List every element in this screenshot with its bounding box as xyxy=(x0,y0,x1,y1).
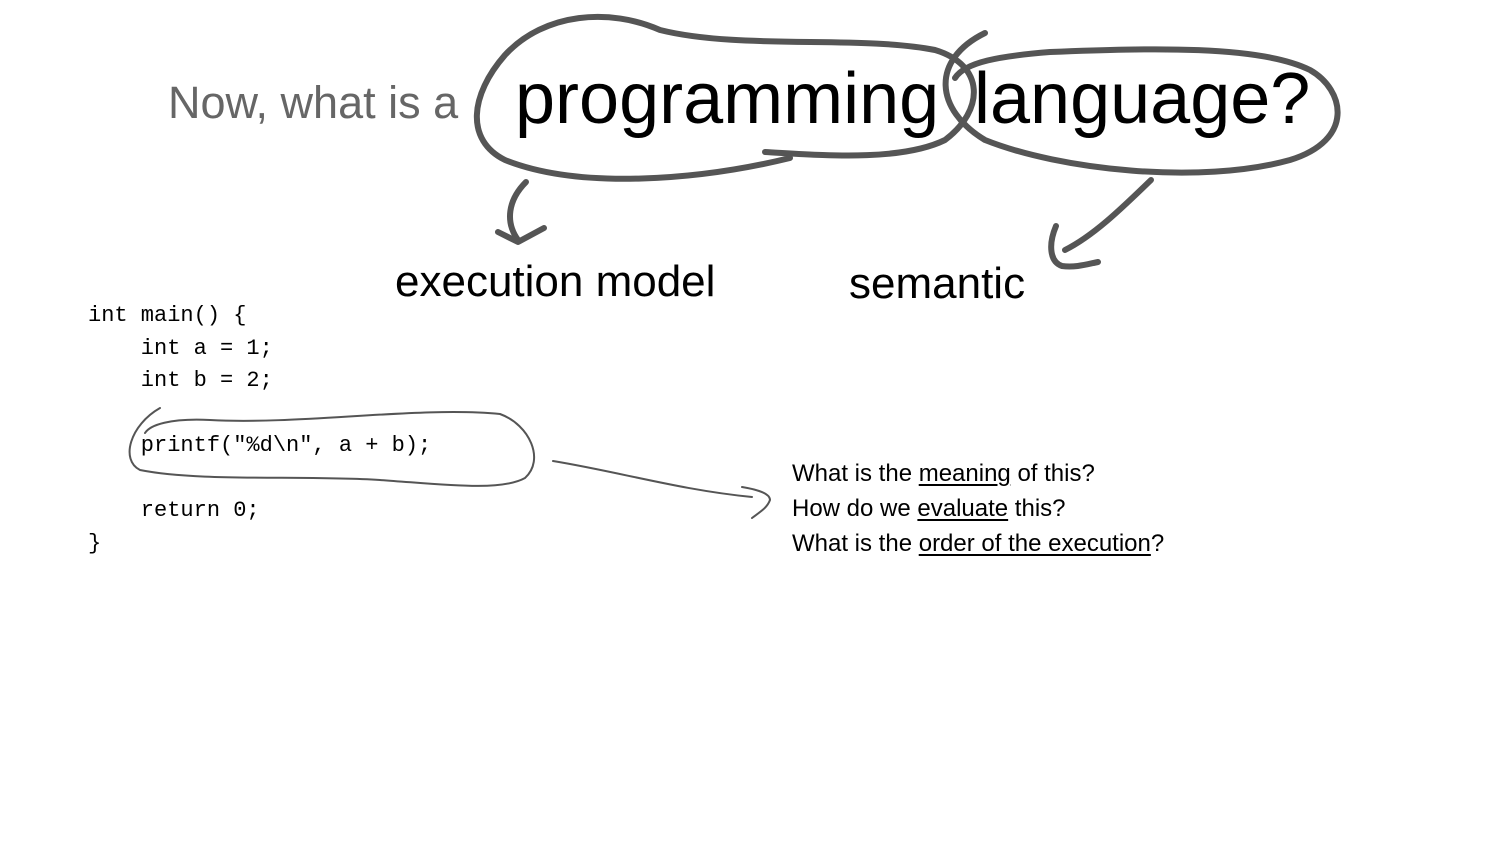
question-text: of this? xyxy=(1010,460,1095,487)
question-text: What is the xyxy=(792,530,919,557)
code-line: int main() { xyxy=(88,303,247,328)
label-execution-model: execution model xyxy=(395,257,716,306)
code-line: printf("%d\n", a + b); xyxy=(88,433,432,458)
question-text: ? xyxy=(1150,530,1165,557)
question-emphasis: meaning xyxy=(918,460,1011,487)
arrow-semantic-stroke xyxy=(1062,177,1154,253)
code-line: int a = 1; xyxy=(88,335,273,361)
title-word-programming: programming xyxy=(515,59,940,139)
arrow-questions-stroke xyxy=(552,460,753,498)
arrow-execution-model-stroke xyxy=(507,179,529,243)
question-text: What is the xyxy=(792,460,919,487)
question-emphasis: evaluate xyxy=(917,495,1009,522)
code-line xyxy=(88,398,431,431)
arrow-execution-model-head xyxy=(495,225,547,245)
question-list: What is the meaning of this? How do we e… xyxy=(792,456,1164,561)
question-text: How do we xyxy=(792,495,918,522)
code-line: } xyxy=(88,530,102,556)
title-prefix: Now, what is a xyxy=(168,77,459,128)
question-text: this? xyxy=(1008,495,1066,522)
code-block: int main() { int a = 1; int b = 2; print… xyxy=(88,300,431,560)
question-item: How do we evaluate this? xyxy=(792,491,1164,526)
arrow-questions-head xyxy=(741,486,771,519)
code-line xyxy=(88,463,431,496)
code-line: return 0; xyxy=(88,498,260,523)
question-item: What is the order of the execution? xyxy=(792,526,1164,561)
arrow-semantic-head xyxy=(1048,223,1101,270)
question-emphasis: order of the execution xyxy=(918,530,1151,557)
label-semantic: semantic xyxy=(849,259,1026,308)
question-item: What is the meaning of this? xyxy=(792,456,1164,491)
code-line: int b = 2; xyxy=(88,368,273,393)
title-word-language: language? xyxy=(974,59,1311,139)
